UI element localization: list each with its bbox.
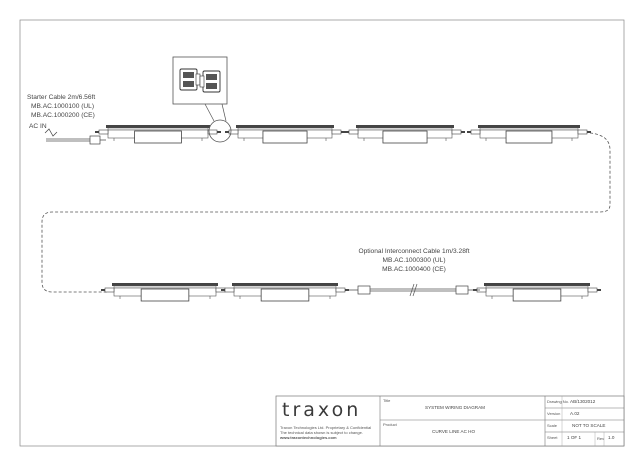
company-line-1: Traxon Technologies Ltd. Proprietary & C… bbox=[280, 425, 372, 430]
optional-interconnect-cable bbox=[346, 283, 480, 297]
drawing-frame bbox=[19, 19, 625, 447]
version-value: A.02 bbox=[570, 411, 580, 416]
intercon-cable-ul-code: MB.AC.1000300 (UL) bbox=[382, 257, 446, 264]
version-caption: Version bbox=[547, 411, 561, 416]
title-block bbox=[275, 395, 625, 447]
sheet-caption: Sheet bbox=[547, 435, 558, 440]
led-fixture-5 bbox=[101, 283, 229, 302]
starter-cable-ul-code: MB.AC.1000100 (UL) bbox=[31, 103, 95, 110]
drawing-no-caption: Drawing No. bbox=[547, 399, 570, 404]
rev-value: 1.0 bbox=[608, 435, 615, 440]
connector-zoom-callout bbox=[172, 56, 232, 143]
drawing-no-value: AB/1302012 bbox=[570, 399, 596, 404]
starter-cable bbox=[44, 128, 106, 145]
company-line-3: www.traxontechnologies.com bbox=[280, 435, 337, 440]
intercon-cable-ce-code: MB.AC.1000400 (CE) bbox=[382, 266, 446, 273]
led-fixture-4 bbox=[467, 125, 591, 144]
ac-in-label: AC IN bbox=[29, 123, 47, 130]
connector-detail-right-icon bbox=[199, 70, 221, 93]
traxon-logo: traxon bbox=[282, 399, 362, 421]
sheet-value: 1 OF 1 bbox=[567, 435, 582, 440]
led-fixture-1 bbox=[95, 125, 221, 144]
title-value: SYSTEM WIRING DIAGRAM bbox=[425, 405, 485, 410]
title-caption: Title bbox=[383, 398, 391, 403]
starter-cable-ce-code: MB.AC.1000200 (CE) bbox=[31, 112, 95, 119]
scale-value: NOT TO SCALE bbox=[572, 423, 606, 428]
connector-detail-left-icon bbox=[179, 68, 201, 91]
led-fixture-3 bbox=[345, 125, 465, 144]
product-caption: Product bbox=[383, 422, 397, 427]
scale-caption: Scale bbox=[547, 423, 558, 428]
led-fixture-7 bbox=[473, 283, 601, 302]
intercon-cable-label: Optional Interconnect Cable 1m/3.28ft bbox=[358, 248, 470, 255]
break-mark-icon bbox=[409, 283, 415, 297]
starter-cable-label: Starter Cable 2m/6.56ft bbox=[27, 94, 96, 101]
led-fixture-2 bbox=[225, 125, 345, 144]
dashed-interconnect-path bbox=[41, 132, 611, 293]
rev-caption: Rev bbox=[597, 436, 605, 441]
ac-in-arrow-icon bbox=[44, 128, 58, 137]
led-fixture-6 bbox=[221, 283, 349, 302]
product-value: CURVE LINE AC HO bbox=[432, 429, 476, 434]
company-line-2: The technical data shown is subject to c… bbox=[280, 430, 363, 435]
